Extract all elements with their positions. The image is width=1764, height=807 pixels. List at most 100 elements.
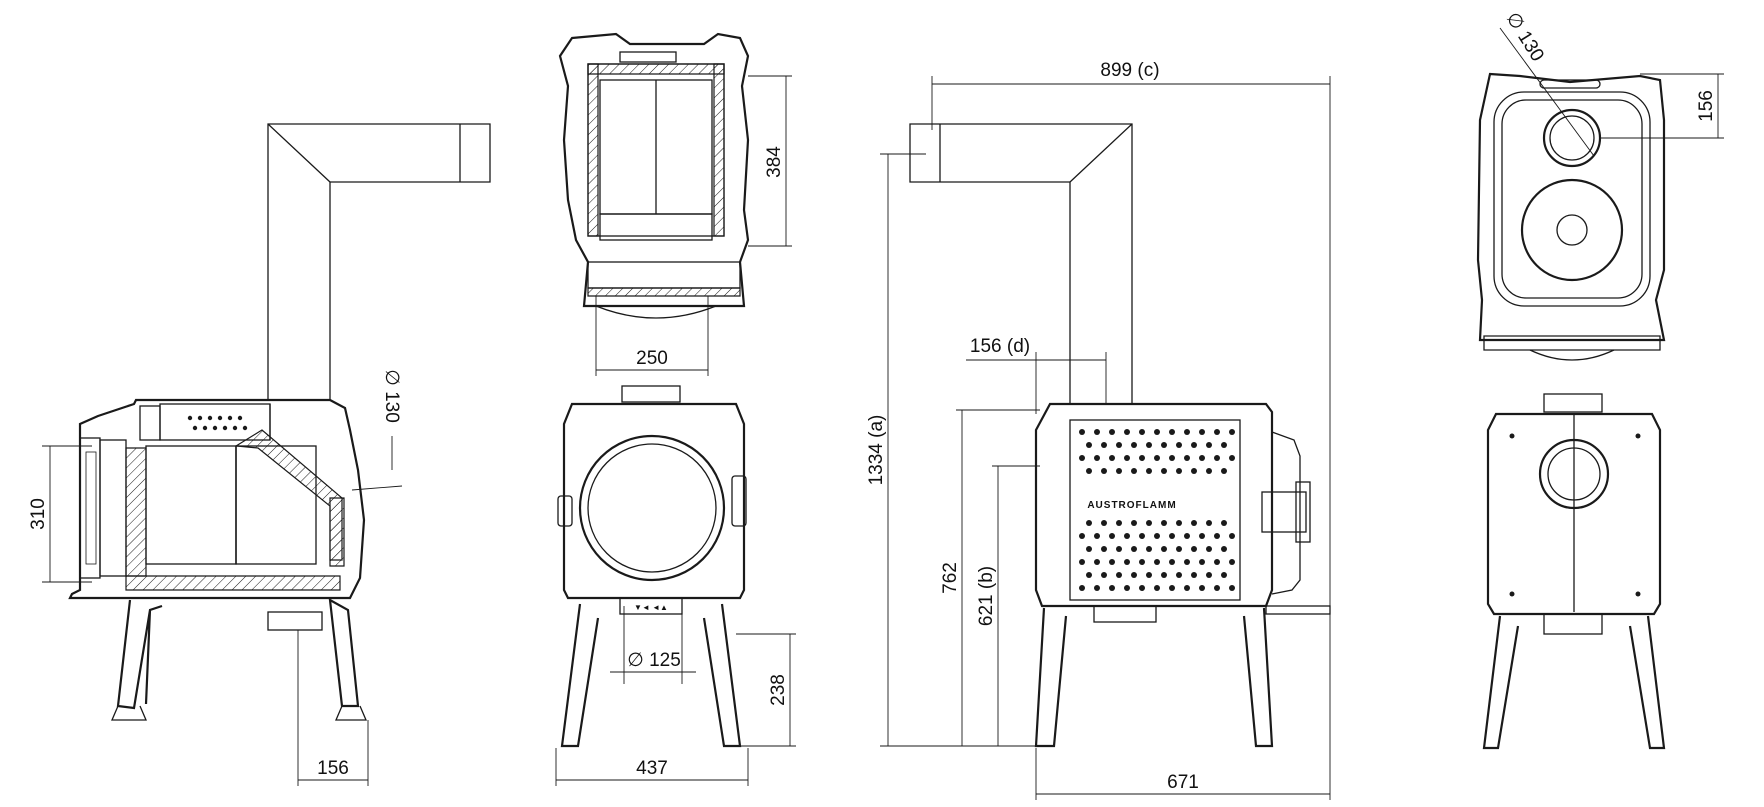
door-frame	[79, 437, 101, 579]
dim-label-384: 384	[764, 146, 785, 178]
rear-body	[1486, 412, 1662, 616]
top-section-view: 384 250	[558, 32, 792, 376]
vent-hole	[1206, 468, 1212, 474]
vent-hole	[1214, 533, 1220, 539]
vent-hole	[1161, 572, 1167, 578]
dim-side-depth: 671	[1035, 600, 1331, 800]
dim-label-125: 125	[649, 650, 681, 671]
vent-hole	[1131, 546, 1137, 552]
vent-hole	[1184, 455, 1190, 461]
vent-hole	[1161, 520, 1167, 526]
side-legs	[1034, 607, 1274, 748]
door-arrows: ▼◄ ◄▲	[634, 603, 668, 612]
vent-hole	[1161, 442, 1167, 448]
stove-body-section	[68, 398, 366, 600]
vent-hole	[1086, 546, 1092, 552]
vent-hole	[1079, 455, 1085, 461]
dim-side-height: 310	[28, 445, 92, 583]
dim-side-height-762: 762	[940, 409, 1040, 746]
vent-hole	[1124, 559, 1130, 565]
vent-hole	[1139, 429, 1145, 435]
vent-hole	[1101, 442, 1107, 448]
vent-hole	[1109, 429, 1115, 435]
dim-label-156: 156	[317, 758, 349, 779]
rear-air-connector	[1261, 491, 1307, 533]
vent-hole	[1191, 546, 1197, 552]
dim-label-310: 310	[28, 498, 49, 530]
dim-label-437: 437	[636, 758, 668, 779]
vent-hole	[1086, 572, 1092, 578]
vent-hole	[1199, 533, 1205, 539]
front-view: ▼◄ ◄▲ ∅ 125 238 437	[555, 385, 796, 786]
vent-hole	[1086, 442, 1092, 448]
vent-hole	[1109, 455, 1115, 461]
vent-hole	[1139, 585, 1145, 591]
vent-hole	[1079, 585, 1085, 591]
vent-hole	[1221, 572, 1227, 578]
dim-overall-height: 1334 (a)	[866, 153, 1036, 747]
vent-hole	[1161, 468, 1167, 474]
vent-hole	[1131, 468, 1137, 474]
vent-hole	[1094, 585, 1100, 591]
rear-top-panel	[1493, 91, 1651, 307]
vent-hole	[1221, 442, 1227, 448]
dim-label-621: 621 (b)	[976, 566, 997, 626]
vent-hole	[1101, 520, 1107, 526]
vent-hole	[1214, 559, 1220, 565]
dim-label-671: 671	[1167, 772, 1199, 793]
vent-hole	[1214, 429, 1220, 435]
vent-hole	[1101, 546, 1107, 552]
vent-hole	[1146, 442, 1152, 448]
vent-hole	[1169, 559, 1175, 565]
dim-label-156d: 156 (d)	[970, 336, 1030, 357]
dim-overall-depth: 899 (c)	[931, 60, 1331, 600]
diameter-symbol: ∅	[627, 650, 644, 671]
vent-hole	[1184, 533, 1190, 539]
vent-hole	[1116, 546, 1122, 552]
vent-hole	[1139, 559, 1145, 565]
vent-hole	[1094, 559, 1100, 565]
vent-hole	[1221, 546, 1227, 552]
vent-hole	[1154, 585, 1160, 591]
dim-air-inlet: ∅ 125	[610, 606, 696, 684]
vent-hole	[1206, 572, 1212, 578]
vent-hole	[1086, 468, 1092, 474]
dim-label-899: 899 (c)	[1100, 60, 1159, 81]
front-body	[562, 402, 746, 600]
vent-hole	[1191, 520, 1197, 526]
dim-label-238: 238	[768, 674, 789, 706]
diameter-symbol: ∅	[381, 369, 402, 386]
vent-hole	[1199, 559, 1205, 565]
dim-flue-offset: 156 (d)	[966, 336, 1107, 414]
dim-rear-flue: ∅ 130	[1499, 9, 1595, 157]
vent-hole	[1146, 468, 1152, 474]
vent-hole	[1154, 533, 1160, 539]
vent-hole	[1206, 520, 1212, 526]
dim-label-rear-156: 156	[1696, 90, 1717, 122]
vent-hole	[1124, 429, 1130, 435]
vent-hole	[1094, 533, 1100, 539]
dim-label-1334: 1334 (a)	[866, 415, 887, 486]
dim-label-130: 130	[381, 391, 402, 423]
vent-hole	[1169, 585, 1175, 591]
top-vent-holes	[187, 415, 248, 431]
vent-hole	[1154, 455, 1160, 461]
front-door-ring	[578, 434, 726, 582]
diameter-symbol: ∅	[1502, 9, 1529, 34]
vent-hole	[1154, 559, 1160, 565]
vent-hole	[1229, 455, 1235, 461]
dim-outlet-height: 621 (b)	[976, 465, 1040, 746]
vent-hole	[1094, 455, 1100, 461]
vent-hole	[1229, 559, 1235, 565]
rear-top-view: ∅ 130 156	[1476, 9, 1724, 361]
front-flue-collar	[621, 385, 681, 403]
rear-air-inlet	[1543, 613, 1603, 635]
vent-hole	[1131, 520, 1137, 526]
dim-label-rear-130: 130	[1513, 27, 1548, 65]
dim-top-width: 250	[595, 296, 709, 376]
vent-hole	[1109, 585, 1115, 591]
vent-hole	[1229, 533, 1235, 539]
vent-hole	[1176, 546, 1182, 552]
vent-hole	[1124, 585, 1130, 591]
